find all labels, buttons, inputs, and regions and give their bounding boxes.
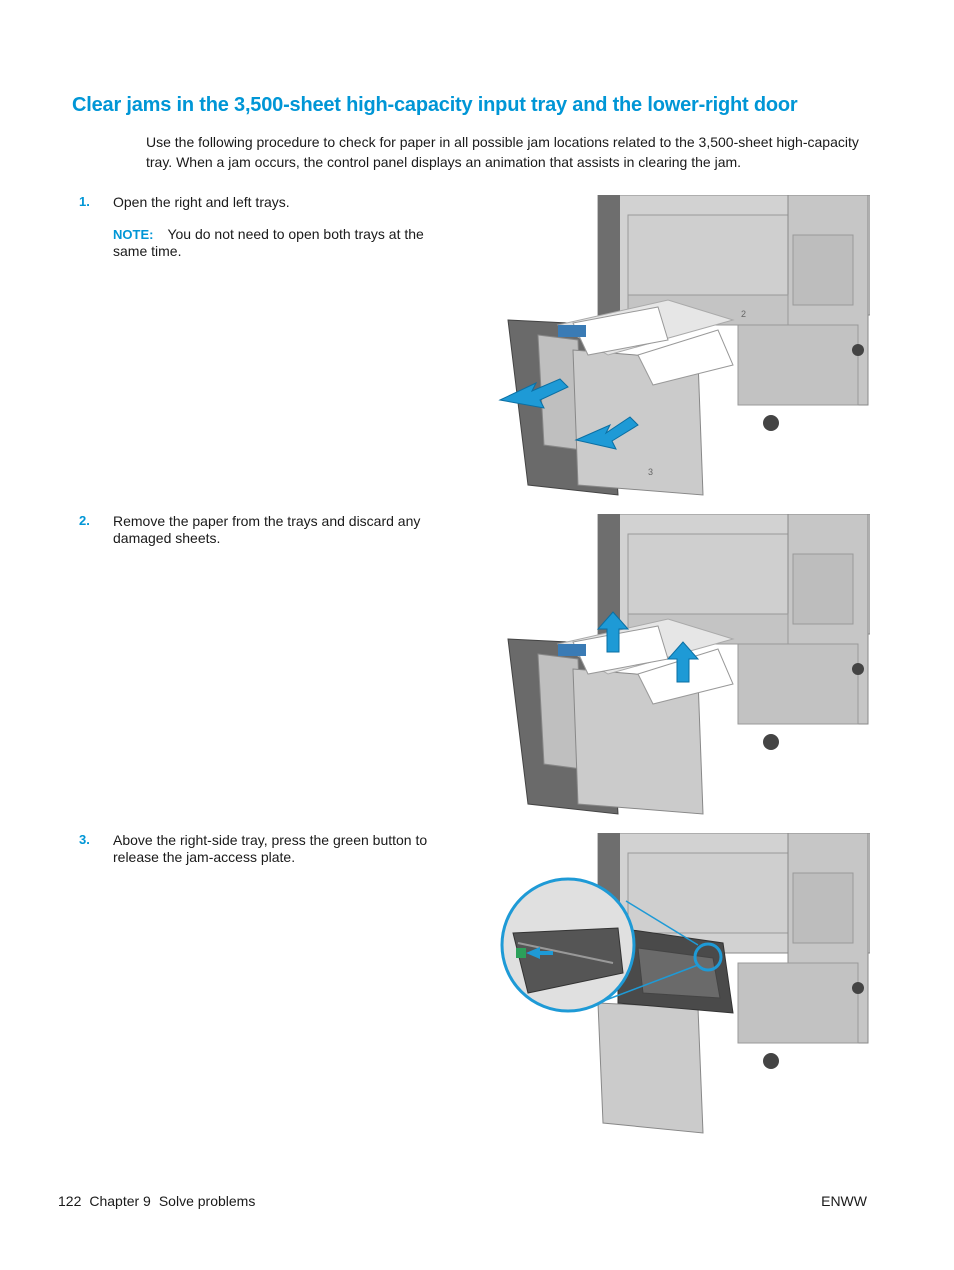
step-1-note: NOTE:You do not need to open both trays …: [113, 226, 433, 259]
section-label: Solve problems: [158, 1193, 256, 1209]
chapter-label: Chapter 9: [89, 1193, 151, 1209]
section-heading: Clear jams in the 3,500-sheet high-capac…: [72, 94, 798, 116]
step-1-text: Open the right and left trays.: [113, 194, 290, 210]
intro-paragraph: Use the following procedure to check for…: [146, 134, 859, 170]
step-2-number: 2.: [79, 513, 90, 528]
note-text: You do not need to open both trays at th…: [113, 226, 424, 259]
step-1-number: 1.: [79, 194, 90, 209]
step-3-text: Above the right-side tray, press the gre…: [113, 832, 428, 865]
step-3-illustration: [498, 833, 870, 1135]
step-3-number: 3.: [79, 832, 90, 847]
note-label: NOTE:: [113, 227, 154, 242]
page-number: 122: [58, 1193, 82, 1209]
step-2-illustration: [498, 514, 870, 816]
footer-left: 122 Chapter 9 Solve problems: [58, 1193, 263, 1209]
lower-tray-label: 3: [648, 467, 653, 477]
step-1-illustration: 2 3: [498, 195, 870, 497]
upper-tray-label: 2: [741, 309, 746, 319]
step-2-text: Remove the paper from the trays and disc…: [113, 513, 421, 546]
footer-right: ENWW: [821, 1193, 867, 1209]
